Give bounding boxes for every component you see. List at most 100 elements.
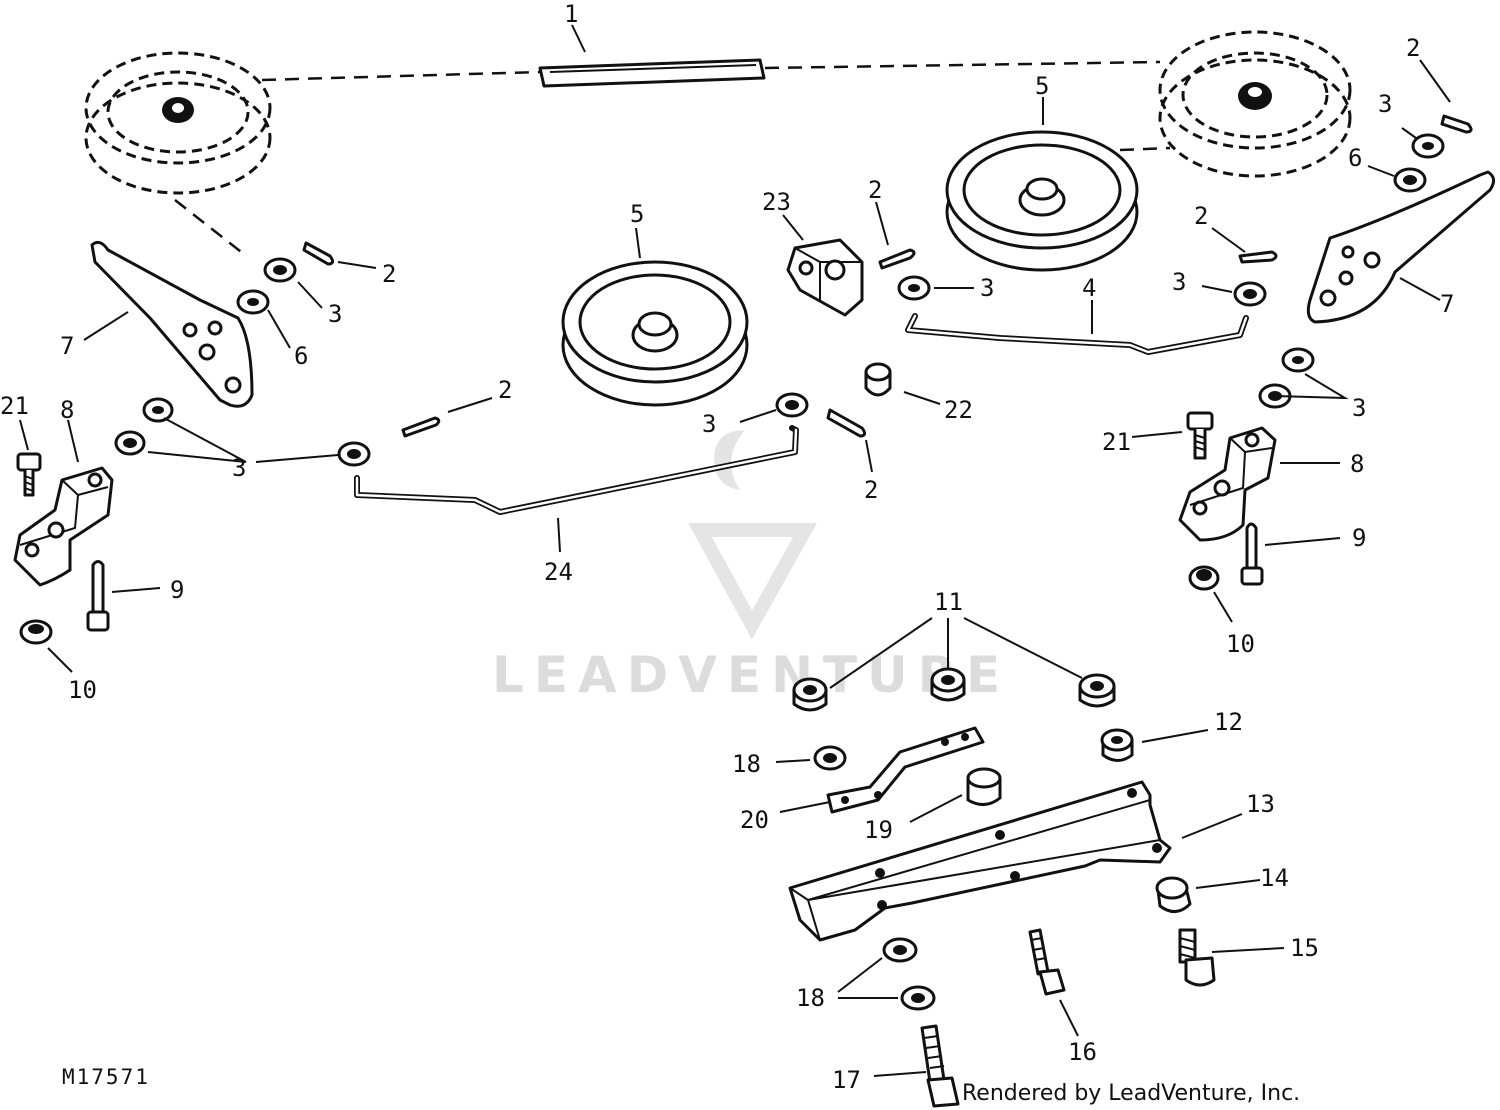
callout-2: 2 [1406,34,1420,62]
callout-21: 21 [1102,428,1131,456]
part-21-bolt-left [16,452,42,497]
part-15-bolt [1178,928,1216,987]
callout-3: 3 [1352,394,1366,422]
figure-id: M17571 [62,1065,150,1089]
callout-24: 24 [544,558,573,586]
callout-6: 6 [294,342,308,370]
callout-3: 3 [232,454,246,482]
callout-16: 16 [1068,1038,1097,1066]
part-13-channel [788,780,1172,942]
part-23-bracket [786,238,864,317]
part-6-washer [236,289,270,315]
belt-return-line [1119,146,1171,152]
leader-lines [19,24,1451,1077]
belt-path-line [261,60,1161,82]
part-2-cotter-pin [1238,250,1278,264]
right-spindle-pulley [1158,30,1352,178]
callout-23: 23 [762,188,791,216]
callout-18: 18 [732,750,761,778]
part-11-nut [930,667,966,702]
part-18-washer [900,985,936,1011]
part-11-nut [792,677,828,712]
part-2-cotter-pin [826,408,867,438]
part-3-washer [114,430,146,456]
callout-3: 3 [1378,90,1392,118]
part-11-nuts [792,667,1116,712]
callout-5: 5 [1035,72,1049,100]
washers [114,133,1445,467]
callout-20: 20 [740,806,769,834]
part-2-cotter-pin [401,416,441,438]
part-3-washer [337,441,371,467]
callout-6: 6 [1348,144,1362,172]
callout-18: 18 [796,984,825,1012]
callout-7: 7 [1440,290,1454,318]
callout-5: 5 [630,200,644,228]
callout-17: 17 [832,1066,861,1094]
watermark: LEADVENTURE [492,430,1000,704]
part-10-nut-right [1188,565,1220,591]
callout-12: 12 [1214,708,1243,736]
callout-3: 3 [328,300,342,328]
part-3-washer [897,275,931,301]
part-18-washer [882,937,918,963]
part-8-bracket-left [13,466,114,587]
credit-text: Rendered by LeadVenture, Inc. [962,1081,1300,1106]
part-9-pin-right [1240,522,1264,586]
part-3-washer [1281,347,1315,373]
part-18-washer-upper [813,745,847,771]
part-8-bracket-right [1178,426,1277,542]
part-3-washer [1233,281,1267,307]
part-19-spacer [966,767,1002,806]
callout-13: 13 [1246,790,1275,818]
part-4-rod [905,313,1249,355]
part-24-rod [354,425,799,515]
callout-2: 2 [868,176,882,204]
callout-9: 9 [1352,524,1366,552]
callout-3: 3 [1172,268,1186,296]
callout-7: 7 [60,332,74,360]
left-spindle-pulley [84,51,272,195]
part-14-bushing [1155,876,1192,913]
part-12-bushing [1100,728,1134,762]
part-17-bolt [920,1024,960,1108]
callout-numbers: 1 2 5 3 6 5 23 2 2 3 4 3 7 2 3 6 7 2 3 2… [0,0,1454,1094]
callout-2: 2 [498,376,512,404]
part-16-bolt [1028,928,1066,996]
part-22-bushing [864,362,892,397]
part-11-nut [1078,673,1116,708]
part-2-cotter-pin [1440,114,1473,134]
part-3-washer [142,397,174,423]
part-7-arm-right [1306,170,1495,324]
callout-2: 2 [864,476,878,504]
callout-9: 9 [170,576,184,604]
part-2-cotter-pin [302,241,335,266]
part-3-washer [263,257,297,283]
callout-4: 4 [1082,274,1096,302]
callout-2: 2 [382,260,396,288]
part-18-washers-lower [882,937,936,1011]
callout-8: 8 [1350,450,1364,478]
callout-8: 8 [60,396,74,424]
cotter-pins [302,114,1473,438]
callout-11: 11 [934,588,963,616]
callout-3: 3 [980,274,994,302]
callout-3: 3 [702,410,716,438]
part-10-nut-left [19,619,53,645]
part-1-bar [538,58,766,88]
part-5-idler-pulley-center [561,260,749,407]
part-6-washer [1393,167,1427,193]
part-9-pin-left [86,560,110,632]
part-21-bolt-right [1186,411,1214,460]
callout-22: 22 [944,396,973,424]
callout-15: 15 [1290,934,1319,962]
part-3-washer [1411,133,1445,159]
part-2-cotter-pin [878,248,916,270]
part-20-strap [826,726,985,814]
callout-21: 21 [0,392,29,420]
part-3-washer [775,392,809,418]
belt-left-drop-line [174,199,246,256]
callout-19: 19 [864,816,893,844]
callout-10: 10 [68,676,97,704]
